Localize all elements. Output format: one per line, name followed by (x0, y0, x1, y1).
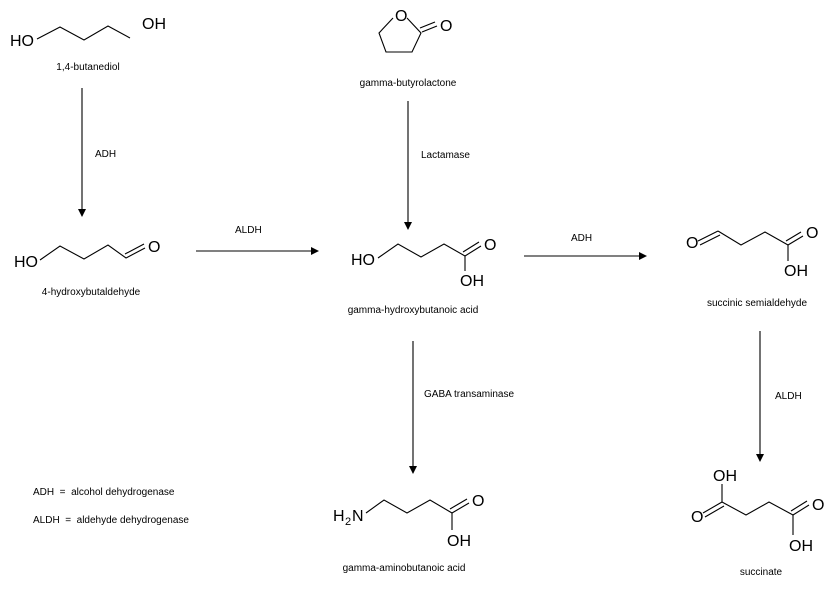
bond-carbonyl-double (449, 498, 468, 510)
atom-label: HO (10, 33, 34, 50)
enzyme-label: GABA transaminase (424, 389, 514, 400)
compound-4-hydroxybutaldehyde: HO O 4-hydroxybutaldehyde (14, 239, 160, 298)
compound-succinic-semialdehyde: O O OH succinic semialdehyde (686, 225, 818, 309)
compound-gamma-hydroxybutanoic-acid: HO O OH gamma-hydroxybutanoic acid (348, 237, 497, 316)
atom-subscript: 2 (345, 516, 351, 528)
bond-chain (36, 25, 131, 41)
atom-label: OH (447, 533, 471, 550)
atom-label: HO (14, 254, 38, 271)
compound-gamma-butyrolactone: O O gamma-butyrolactone (360, 8, 457, 89)
bond-chain (721, 501, 794, 516)
bond-carbonyl-double (785, 231, 802, 242)
atom-label: H (333, 508, 345, 525)
atom-label: O (691, 509, 703, 526)
legend-item-aldh: ALDH = aldehyde dehydrogenase (33, 515, 189, 526)
compound-name: succinic semialdehyde (707, 298, 807, 309)
bond-aldehyde-double (699, 234, 721, 246)
compound-name: 4-hydroxybutaldehyde (42, 287, 141, 298)
bond-chain (717, 230, 789, 246)
compound-name: gamma-butyrolactone (360, 78, 457, 89)
bond-double (124, 243, 145, 255)
bond-ring (378, 17, 422, 53)
atom-label: O (806, 225, 818, 242)
bond-carbonyl (421, 25, 438, 33)
bond-carbonyl (702, 501, 723, 514)
atom-label: O (686, 235, 698, 252)
compound-name: succinate (740, 567, 783, 578)
bond-chain (365, 499, 453, 514)
compound-name: gamma-aminobutanoic acid (343, 563, 466, 574)
atom-label: OH (784, 263, 808, 280)
bond-carbonyl-double (462, 241, 480, 253)
atom-label: O (484, 237, 496, 254)
enzyme-label: ADH (571, 233, 592, 244)
bond-chain (39, 244, 146, 261)
compound-1-4-butanediol: HO OH 1,4-butanediol (10, 16, 166, 73)
bond-aldehyde (697, 230, 719, 242)
legend-item-adh: ADH = alcohol dehydrogenase (33, 487, 175, 498)
atom-label: O (472, 493, 484, 510)
bond-carbonyl-double (790, 500, 808, 512)
bond-carbonyl (451, 502, 470, 514)
bond-carbonyl (792, 504, 810, 516)
atom-label: OH (789, 538, 813, 555)
atom-label: O (395, 8, 407, 25)
atom-label: N (352, 508, 364, 525)
bond-chain (377, 243, 466, 259)
bond-carbonyl-double (704, 505, 725, 518)
atom-label: HO (351, 252, 375, 269)
atom-label: O (148, 239, 160, 256)
enzyme-label: ALDH (235, 225, 262, 236)
atom-label: OH (460, 273, 484, 290)
atom-label: OH (713, 468, 737, 485)
atom-label: O (440, 18, 452, 35)
compound-name: 1,4-butanediol (56, 62, 119, 73)
compound-gamma-aminobutanoic-acid: H 2 N O OH gamma-aminobutanoic acid (333, 493, 484, 574)
compound-succinate: OH O O OH succinate (691, 468, 824, 578)
enzyme-label: ALDH (775, 391, 802, 402)
bond-carbonyl-double (419, 21, 436, 29)
bond-carbonyl (787, 235, 804, 246)
compound-name: gamma-hydroxybutanoic acid (348, 305, 479, 316)
enzyme-label: Lactamase (421, 150, 470, 161)
atom-label: O (812, 497, 824, 514)
bond-carbonyl (464, 245, 482, 257)
enzyme-label: ADH (95, 149, 116, 160)
atom-label: OH (142, 16, 166, 33)
legend: ADH = alcohol dehydrogenase ALDH = aldeh… (33, 487, 189, 526)
